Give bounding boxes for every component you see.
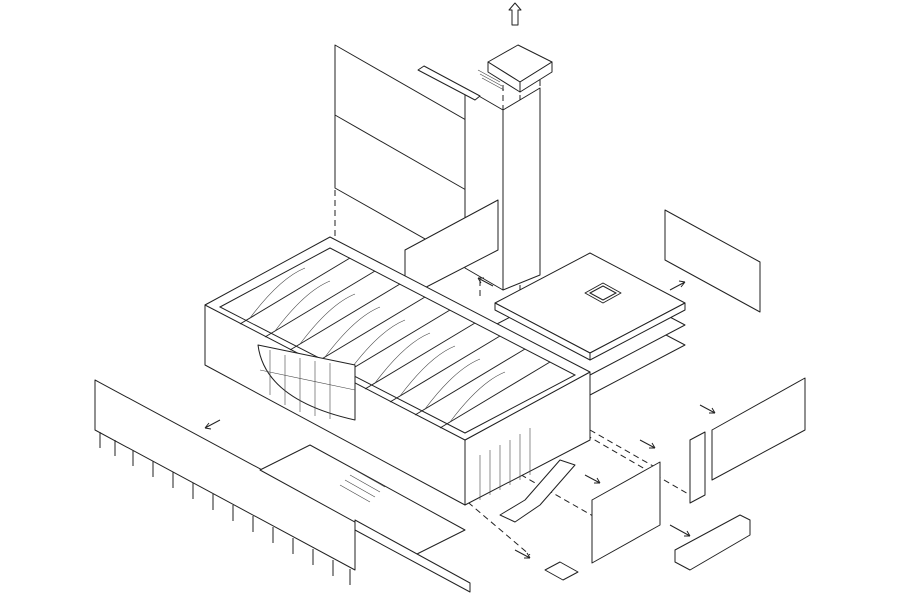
skylight-opening [584, 282, 622, 304]
column-panel [689, 431, 706, 504]
arrow-up-icon [508, 2, 522, 26]
right-wall-panel [664, 209, 761, 313]
base-block [674, 514, 751, 571]
curved-glass-wall [257, 344, 356, 421]
small-step [544, 561, 579, 581]
arrow-out-icon [204, 277, 716, 559]
entrance-stair [499, 459, 576, 523]
ground-slab [259, 444, 471, 593]
stair-wall-panel [591, 461, 661, 564]
main-hall-volume [204, 236, 591, 523]
facade-fins [479, 428, 531, 500]
roof-trusses [239, 257, 551, 429]
right-facade-panel [711, 377, 806, 481]
